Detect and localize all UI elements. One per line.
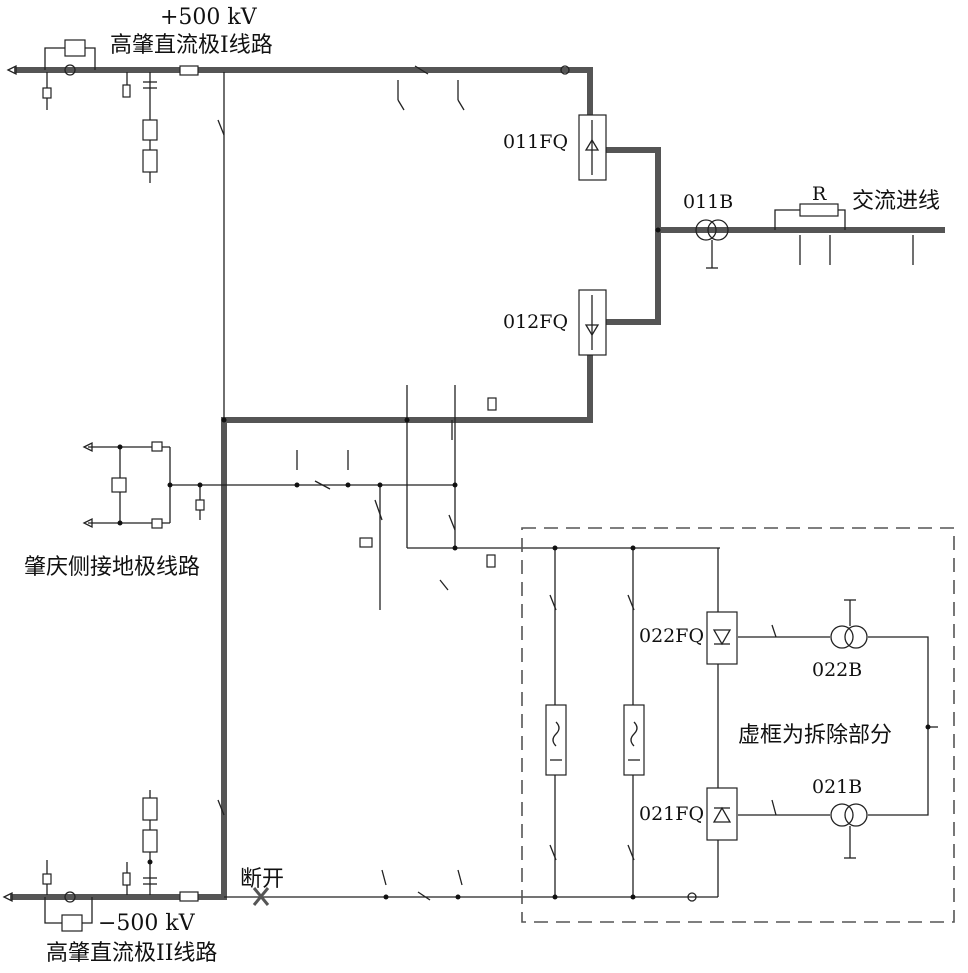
pole1-voltage-label: +500 kV [160, 5, 258, 30]
tr022-label: 022B [812, 659, 862, 681]
fq012-device [578, 289, 607, 356]
removed-part-label: 虚框为拆除部分 [738, 723, 892, 748]
tr022-transformer [830, 599, 868, 649]
tr021-label: 021B [812, 776, 862, 798]
removed-area-box [521, 527, 955, 923]
switches [217, 65, 914, 901]
filter-right [623, 704, 645, 776]
resistor-r [774, 203, 846, 230]
fq022-label: 022FQ [639, 625, 704, 647]
disconnect-x-mark [252, 887, 270, 906]
fq011-label: 011FQ [503, 131, 568, 153]
thick-bus [10, 67, 945, 900]
thin-wiring [88, 72, 938, 898]
fq021-device [706, 787, 738, 841]
end-arrows [2, 64, 93, 903]
junction-dots [117, 227, 931, 900]
ac-incoming-label: 交流进线 [852, 189, 940, 214]
pole1-left-equipment [42, 39, 199, 183]
pole1-line-label: 高肇直流极I线路 [110, 33, 273, 58]
fq011-device [578, 114, 607, 181]
fq012-label: 012FQ [503, 311, 568, 333]
tr011-label: 011B [683, 191, 733, 213]
ground-line-label: 肇庆侧接地极线路 [24, 555, 200, 580]
pole2-left-equipment [42, 790, 199, 932]
small-devices [111, 65, 697, 902]
disconnect-label: 断开 [240, 867, 284, 892]
fq021-label: 021FQ [639, 803, 704, 825]
pole2-voltage-label: −500 kV [98, 911, 196, 936]
resistor-label: R [812, 183, 827, 205]
pole2-line-label: 高肇直流极II线路 [46, 941, 217, 966]
filter-left [545, 704, 567, 776]
tr021-transformer [830, 803, 868, 859]
tr011-transformer [695, 219, 729, 269]
fq022-device [706, 611, 738, 665]
